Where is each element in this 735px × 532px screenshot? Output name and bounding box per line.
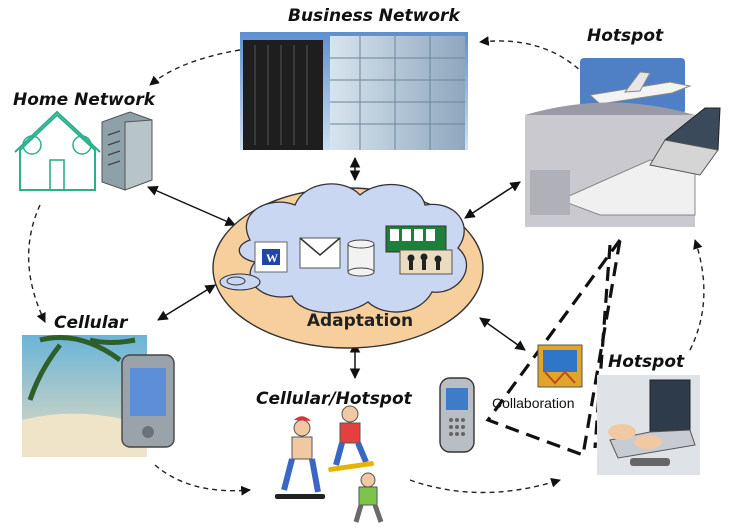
label-cellular: Cellular (54, 313, 128, 333)
svg-text:W: W (266, 251, 278, 265)
arrow-hotspot-center (464, 181, 521, 219)
collaboration-icon (537, 344, 583, 388)
solid-arrows (147, 156, 526, 380)
collaboration-label: Collaboration (492, 395, 575, 411)
label-hotspot-right: Hotspot (608, 352, 685, 372)
label-business-network: Business Network (288, 6, 460, 26)
word-document-icon: W (254, 241, 288, 273)
database-icon (347, 239, 375, 277)
ring-arrow-home-to-cellular (28, 204, 46, 323)
dashed-ring-arrows (28, 36, 705, 496)
ring-arrow-hotspot-right-up (689, 239, 705, 351)
label-hotspot-top: Hotspot (587, 26, 664, 46)
business-network-image (240, 32, 468, 150)
arrow-cellular-center (157, 284, 216, 321)
adaptation-title: Adaptation (306, 311, 414, 331)
ring-arrow-cellular-to-hotspot (154, 464, 251, 496)
chess-icon (399, 249, 453, 275)
cellular-hotspot-image (275, 405, 384, 523)
ring-arrow-to-hotspot-right (409, 477, 561, 494)
hotspot-right-image (597, 375, 700, 475)
cellular-image (22, 335, 175, 457)
home-network-image (14, 110, 153, 191)
hotspot-top-image (525, 58, 721, 227)
label-cellular-hotspot: Cellular/Hotspot (256, 389, 412, 409)
ring-arrow-business-to-home (149, 49, 241, 86)
cloud-bubble-small (226, 276, 246, 286)
mobile-phone-image (439, 377, 475, 453)
arrow-home-center (147, 185, 236, 227)
email-envelope-icon (299, 237, 341, 269)
arrow-collab-center (479, 317, 526, 351)
label-home-network: Home Network (13, 90, 156, 110)
solitaire-icon (385, 225, 447, 253)
ring-arrow-hotspot-to-business (479, 36, 586, 76)
collaboration-triangle (485, 239, 622, 458)
